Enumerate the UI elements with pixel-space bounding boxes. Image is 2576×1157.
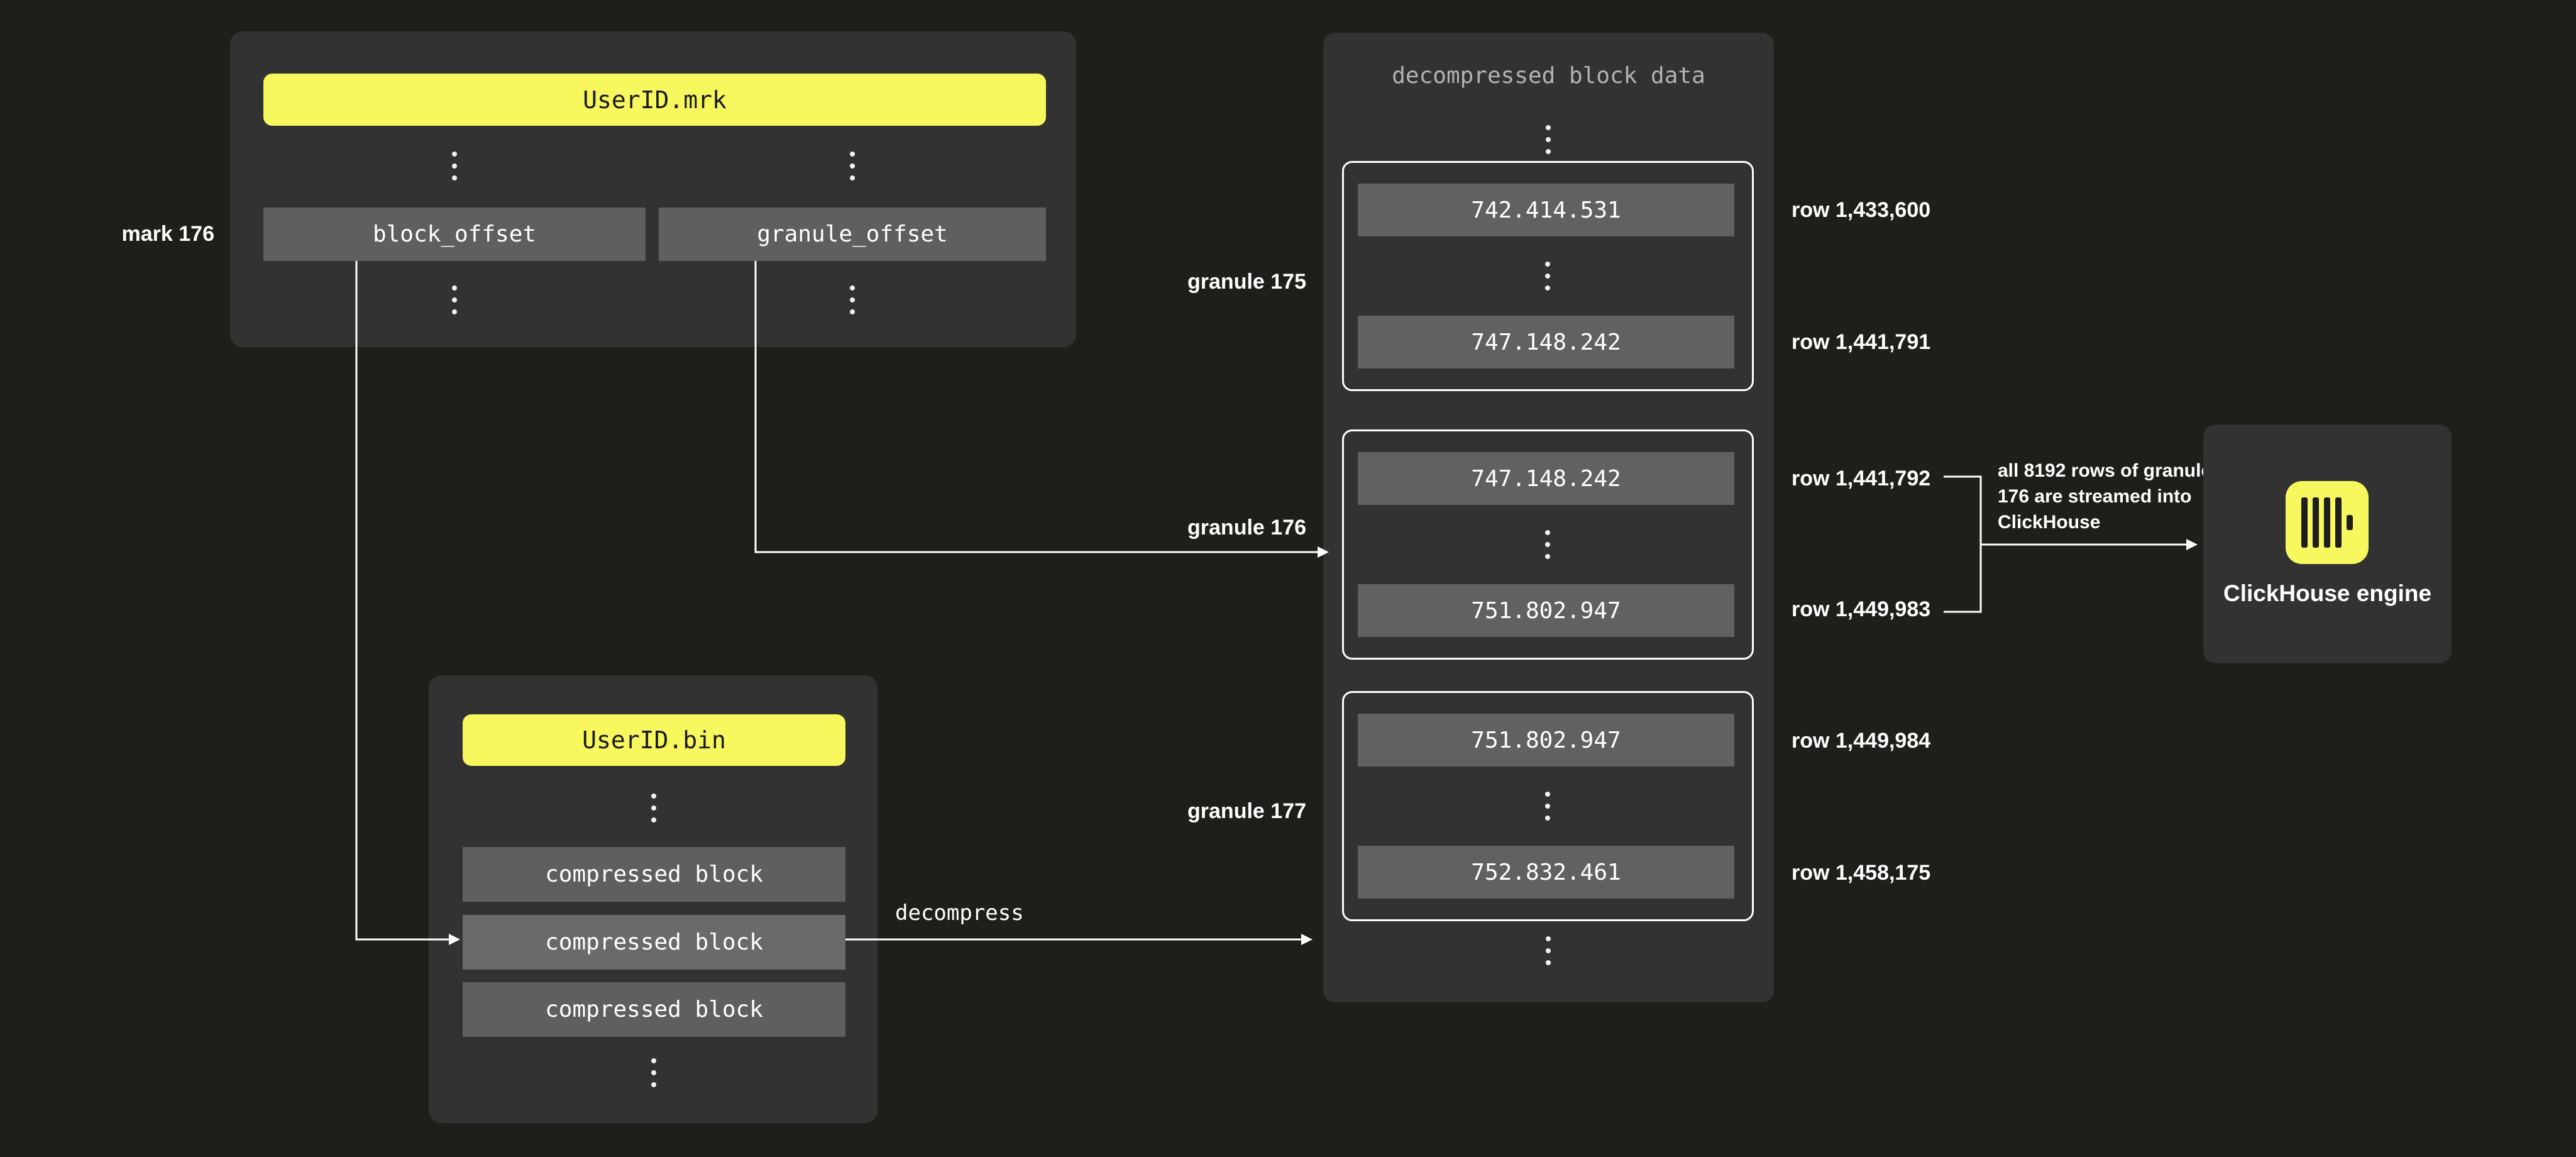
decompressed-data-panel: decompressed block data 742.414.531 747.… xyxy=(1323,33,1774,1002)
bin-file-header: UserID.bin xyxy=(463,714,845,766)
row-label-1441791: row 1,441,791 xyxy=(1792,330,1931,354)
bin-file-name: UserID.bin xyxy=(582,726,726,754)
vertical-ellipsis-icon xyxy=(850,152,855,180)
block-offset-cell: block_offset xyxy=(263,208,646,261)
compressed-block-3: compressed block xyxy=(463,982,845,1037)
vertical-ellipsis-icon xyxy=(1546,936,1551,965)
row-label-1441792: row 1,441,792 xyxy=(1792,467,1931,490)
granule-175-last-value: 747.148.242 xyxy=(1358,316,1734,368)
mrk-file-panel: UserID.mrk block_offset granule_offset xyxy=(230,31,1076,347)
granule-177-box: 751.802.947 752.832.461 xyxy=(1342,691,1754,921)
granule-175-first-value: 742.414.531 xyxy=(1358,184,1734,236)
row-label-1449983: row 1,449,983 xyxy=(1792,597,1931,621)
row-label-1433600: row 1,433,600 xyxy=(1792,198,1931,222)
bin-file-panel: UserID.bin compressed block compressed b… xyxy=(429,675,878,1123)
vertical-ellipsis-icon xyxy=(651,1058,656,1087)
compressed-block-label: compressed block xyxy=(545,997,763,1022)
granule-176-label: granule 176 xyxy=(1187,516,1306,540)
granule-175-box: 742.414.531 747.148.242 xyxy=(1342,161,1754,391)
granule-offset-label: granule_offset xyxy=(757,221,948,247)
clickhouse-engine-label: ClickHouse engine xyxy=(2223,580,2432,606)
value-text: 751.802.947 xyxy=(1471,597,1621,624)
vertical-ellipsis-icon xyxy=(1545,792,1550,821)
value-text: 742.414.531 xyxy=(1471,197,1621,223)
vertical-ellipsis-icon xyxy=(452,152,457,180)
vertical-ellipsis-icon xyxy=(850,285,855,314)
value-text: 751.802.947 xyxy=(1471,727,1621,753)
mrk-file-name: UserID.mrk xyxy=(583,86,727,114)
granule-177-label: granule 177 xyxy=(1187,799,1306,823)
granule-177-first-value: 751.802.947 xyxy=(1358,714,1734,767)
value-text: 752.832.461 xyxy=(1471,859,1621,885)
vertical-ellipsis-icon xyxy=(651,794,656,822)
vertical-ellipsis-icon xyxy=(1545,530,1550,559)
granule-177-last-value: 752.832.461 xyxy=(1358,846,1734,899)
clickhouse-logo-icon xyxy=(2286,481,2369,564)
vertical-ellipsis-icon xyxy=(452,285,457,314)
block-offset-label: block_offset xyxy=(372,221,537,247)
row-label-1449984: row 1,449,984 xyxy=(1792,729,1931,753)
compressed-block-label: compressed block xyxy=(545,929,763,955)
arrowhead-icon xyxy=(2186,539,2198,550)
clickhouse-engine-panel: ClickHouse engine xyxy=(2203,424,2452,663)
granule-176-last-value: 751.802.947 xyxy=(1358,584,1734,637)
granule-176-box: 747.148.242 751.802.947 xyxy=(1342,429,1754,660)
arrowhead-icon xyxy=(1301,934,1313,945)
decompress-label: decompress xyxy=(895,900,1024,926)
granule-offset-cell: granule_offset xyxy=(659,208,1046,261)
value-text: 747.148.242 xyxy=(1471,465,1621,492)
granule-176-first-value: 747.148.242 xyxy=(1358,452,1734,505)
vertical-ellipsis-icon xyxy=(1546,125,1551,154)
decompressed-panel-title: decompressed block data xyxy=(1392,63,1705,89)
row-range-bracket xyxy=(1944,475,1982,613)
compressed-block-label: compressed block xyxy=(545,861,763,887)
row-label-1458175: row 1,458,175 xyxy=(1792,861,1931,885)
compressed-block-1: compressed block xyxy=(463,847,845,902)
compressed-block-2: compressed block xyxy=(463,915,845,970)
granule-175-label: granule 175 xyxy=(1187,270,1306,294)
mrk-file-header: UserID.mrk xyxy=(263,74,1046,126)
vertical-ellipsis-icon xyxy=(1545,262,1550,291)
mark-176-label: mark 176 xyxy=(121,222,214,246)
streaming-annotation: all 8192 rows of granule 176 are streame… xyxy=(1998,460,2212,533)
value-text: 747.148.242 xyxy=(1471,329,1621,355)
